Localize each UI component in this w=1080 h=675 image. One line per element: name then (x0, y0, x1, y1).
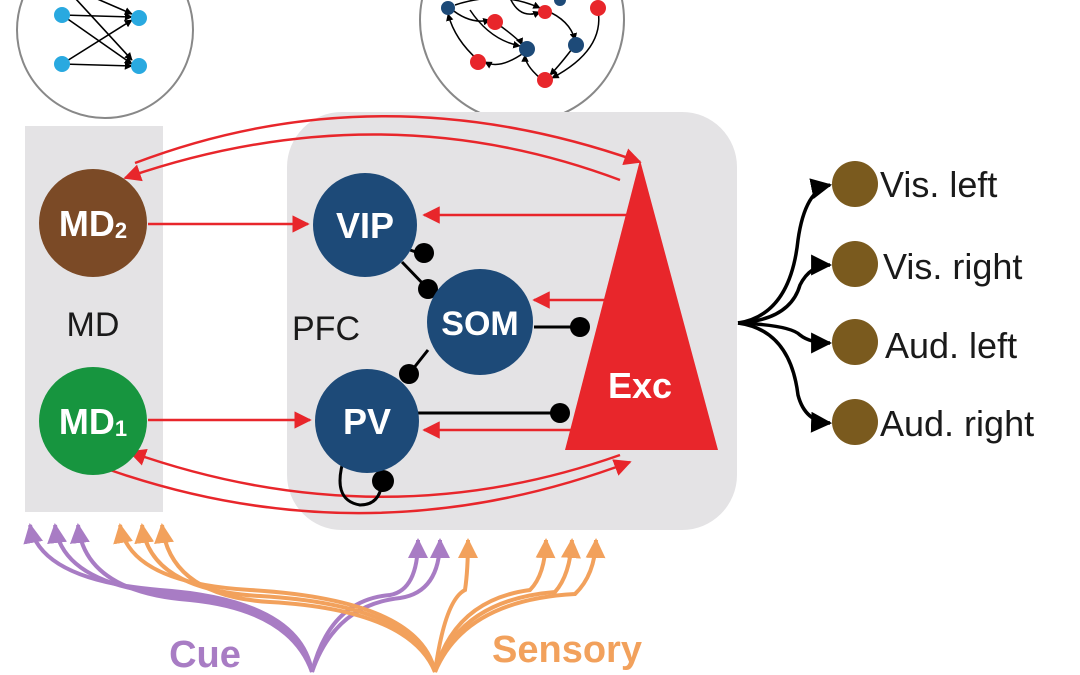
pfc-region-label: PFC (292, 310, 360, 348)
vip-label: VIP (336, 205, 394, 246)
vip-neuron: VIP (313, 173, 417, 277)
output-nodes (832, 161, 878, 445)
feedforward-schematic (16, 0, 194, 119)
output-label-vis-left: Vis. left (880, 164, 997, 205)
sensory-input-fibers (113, 523, 606, 673)
output-arrows (737, 178, 833, 433)
md2-subscript: 2 (115, 218, 127, 243)
md2-neuron: MD2 (39, 169, 147, 277)
output-node-aud-left (832, 319, 878, 365)
svg-text:MD2: MD2 (59, 203, 127, 244)
md2-label: MD (59, 203, 115, 244)
output-label-aud-left: Aud. left (885, 325, 1017, 366)
cue-input-fibers (23, 523, 450, 673)
som-neuron: SOM (427, 269, 533, 375)
output-label-vis-right: Vis. right (883, 246, 1022, 287)
inhibitory-synapses (372, 243, 590, 492)
sensory-label: Sensory (492, 629, 642, 671)
md1-neuron: MD1 (39, 367, 147, 475)
md1-subscript: 1 (115, 416, 127, 441)
md-exc-loops (109, 115, 642, 515)
output-node-vis-right (832, 241, 878, 287)
output-node-aud-right (832, 399, 878, 445)
output-label-aud-right: Aud. right (880, 403, 1034, 444)
output-node-vis-left (832, 161, 878, 207)
svg-text:MD1: MD1 (59, 401, 127, 442)
exc-neuron (565, 160, 718, 450)
md-to-pfc-arrows (148, 215, 312, 429)
pv-label: PV (343, 401, 391, 442)
md-region-label: MD (67, 306, 120, 344)
som-label: SOM (441, 305, 518, 343)
exc-to-interneuron-arrows (422, 206, 630, 439)
exc-label: Exc (608, 365, 672, 406)
recurrent-schematic (419, 0, 625, 123)
pv-neuron: PV (315, 369, 419, 473)
cue-label: Cue (169, 634, 241, 675)
md1-label: MD (59, 401, 115, 442)
